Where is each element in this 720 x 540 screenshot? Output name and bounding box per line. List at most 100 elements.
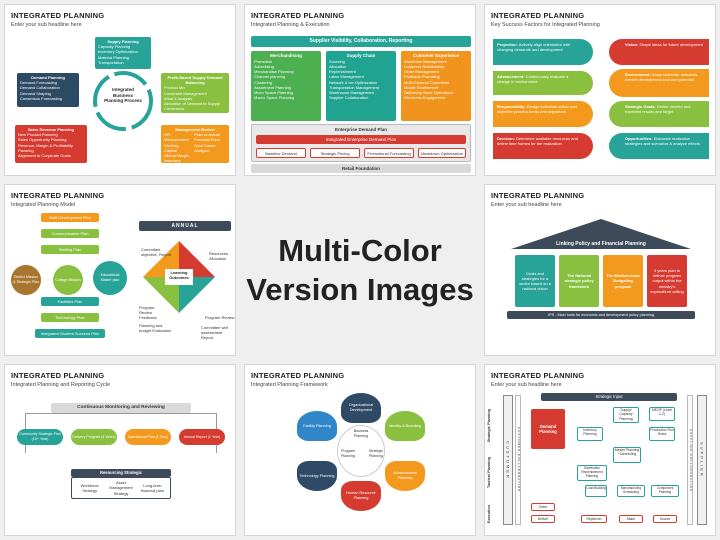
- note-program-review-feedback: Program Review Feedback: [139, 305, 157, 321]
- thumbnail-planning-framework[interactable]: INTEGRATED PLANNING Integrated Planning …: [244, 364, 476, 536]
- btn-promotional-forecasting: Promotional Forecasting: [364, 148, 414, 158]
- exec-replenish: Replenish: [581, 515, 607, 523]
- tile-title: INTEGRATED PLANNING: [251, 11, 345, 20]
- btn-baseline-demand: Baseline Demand: [256, 148, 306, 158]
- tile-title: INTEGRATED PLANNING: [11, 11, 105, 20]
- plan-technology: Technology Plan: [41, 313, 99, 322]
- supplier-collab-column: SUPPLIER COLLABORATION: [687, 395, 693, 525]
- plan-communication: Communication Plan: [41, 229, 99, 238]
- node-master-planning: Master Planning / Scheduling: [613, 447, 641, 463]
- annual-banner: ANNUAL: [139, 221, 231, 231]
- note-resources: Resources Allocation: [209, 251, 229, 262]
- chain-operational-plan: Operational Plan (1 Year): [125, 429, 171, 445]
- center-heading-line1: Multi-Color: [278, 233, 442, 268]
- node-profit-based-balancing: Profit-Based Supply Demand Balancing Pro…: [161, 73, 229, 113]
- exec-make: Make: [619, 515, 643, 523]
- circle-educational-master-plan: Educational Master plan: [93, 261, 127, 295]
- retail-foundation: Retail Foundation: [251, 164, 471, 173]
- supplier-banner: Supplier Visibility, Collaboration, Repo…: [251, 36, 471, 47]
- tile-subtitle: Enter your sub headline here: [491, 202, 562, 208]
- exec-source: Source: [653, 515, 677, 523]
- thumbnail-integrated-business-planning[interactable]: INTEGRATED PLANNING Enter your sub headl…: [4, 4, 236, 176]
- node-sales-revenue-planning: Sales Revenue Planning New Product Plann…: [15, 125, 87, 163]
- exec-order: Order: [531, 503, 555, 511]
- monitoring-banner: Continuous Monitoring and Reviewing: [51, 403, 191, 413]
- note-committee: Committee, objective, Report: [141, 247, 172, 258]
- node-manufacturing-scheduling: Manufacturing Scheduling: [617, 485, 645, 497]
- plan-student-success: Integrated Student Success Plan: [35, 329, 105, 338]
- demand-planning-node: Demand Planning: [531, 409, 565, 449]
- node-management-review: Management Review KPI Measurement Workin…: [161, 125, 229, 168]
- node-production-run-rules: Production Run Rules: [649, 427, 675, 441]
- tile-title: INTEGRATED PLANNING: [11, 191, 105, 200]
- column-supply-chain: Supply Chain Sourcing Allocation Repleni…: [326, 51, 396, 121]
- factor-strategic-goals: Strategic Goals: Define desired and expe…: [609, 101, 709, 127]
- roof-label: Linking Policy and Financial Planning: [556, 241, 646, 247]
- plan-staffing: Staffing Plan: [41, 245, 99, 254]
- tile-title: INTEGRATED PLANNING: [11, 371, 105, 380]
- tile-title: INTEGRATED PLANNING: [491, 371, 585, 380]
- thumbnail-supply-chain-planning[interactable]: INTEGRATED PLANNING Enter your sub headl…: [484, 364, 716, 536]
- center-heading-line2: Version Images: [246, 271, 474, 307]
- pillar-1: Goals and strategies for a sector based …: [515, 255, 555, 307]
- factor-projection: Projection: Actively align orientation w…: [493, 39, 593, 65]
- row-label-tactical: Tactical Planning: [487, 457, 491, 488]
- strategic-input-banner: Strategic Input: [541, 393, 677, 401]
- tile-subtitle: Key Success Factors for Integrated Plann…: [491, 22, 600, 28]
- factor-responsibility: Responsibility: Design individual action…: [493, 101, 593, 127]
- learning-outcomes-label: Learning Outcomes: [169, 270, 189, 280]
- thumbnail-planning-reporting-cycle[interactable]: INTEGRATED PLANNING Integrated Planning …: [4, 364, 236, 536]
- factor-decision: Decision: Determine available resources …: [493, 133, 593, 159]
- customer-collab-column: CUSTOMER COLLABORATION: [515, 395, 521, 525]
- tile-subtitle: Integrated Planning & Execution: [251, 22, 330, 28]
- circle-district-mission: District Mission & Strategic Plan: [11, 265, 41, 295]
- node-supply-capacity: Supply/ Capacity Planning: [613, 407, 639, 423]
- pillar-3: The Medium-term Budgeting program: [603, 255, 643, 307]
- thumbnail-integrated-planning-model[interactable]: INTEGRATED PLANNING Integrated Planning …: [4, 184, 236, 356]
- node-component-planning: Component Planning: [651, 485, 679, 497]
- inner-hub: [337, 425, 385, 477]
- tile-subtitle: Integrated Planning Model: [11, 202, 76, 208]
- tile-title: INTEGRATED PLANNING: [251, 371, 345, 380]
- column-customer-experience: Customer Experience Workforce Management…: [401, 51, 471, 121]
- factor-advancement: Advancement: Continuously evaluate a cha…: [493, 71, 593, 95]
- petal-technology-planning: Technology Planning: [297, 461, 337, 491]
- plan-staff-development: Staff Development Plan: [41, 213, 99, 222]
- tile-subtitle: Enter your sub headline here: [11, 22, 82, 28]
- thumbnail-key-success-factors[interactable]: INTEGRATED PLANNING Key Success Factors …: [484, 4, 716, 176]
- tile-title: INTEGRATED PLANNING: [491, 11, 585, 20]
- factor-opportunities: Opportunities: Elaborate realization str…: [609, 133, 709, 159]
- exec-deliver: Deliver: [531, 515, 555, 523]
- resourcing-strategic-banner: Resourcing Strategic: [71, 469, 171, 477]
- thumbnail-linking-policy[interactable]: INTEGRATED PLANNING Enter your sub headl…: [484, 184, 716, 356]
- note-program-review: Program Review: [205, 315, 235, 320]
- resourcing-items: Workforce Strategy Asset Management Stra…: [71, 477, 171, 499]
- node-inventory-planning: Inventory Planning: [577, 427, 603, 441]
- petal-advancement-planning: Advancement Planning: [385, 461, 425, 491]
- petal-human-resource-planning: Human Resource Planning: [341, 481, 381, 511]
- tile-subtitle: Integrated Planning Framework: [251, 382, 328, 388]
- thumbnail-integrated-planning-execution[interactable]: INTEGRATED PLANNING Integrated Planning …: [244, 4, 476, 176]
- petal-identity-branding: Identity & Branding: [385, 411, 425, 441]
- integrated-enterprise-demand-plan: Integrated Enterprise Demand Plan: [256, 135, 466, 144]
- node-label: Supply Planning: [107, 39, 139, 44]
- tile-subtitle: Integrated Planning and Reporting Cycle: [11, 382, 111, 388]
- house-roof: [511, 219, 691, 249]
- factor-vision: Vision: Shape ideas for future developme…: [609, 39, 709, 65]
- petal-organizational-development: Organizational Development: [341, 393, 381, 423]
- note-self-assessment: Committee self assessment Report: [201, 325, 228, 341]
- btn-strategic-pricing: Strategic Pricing: [310, 148, 360, 158]
- inner-business-planning: Business Planning: [353, 429, 369, 438]
- supplier-column: SUPPLIER: [697, 395, 707, 525]
- chain-delivery-program: Delivery Program (4 Years): [71, 429, 117, 445]
- learning-outcomes-diamond: [143, 241, 215, 313]
- row-label-strategic: Strategic Planning: [487, 409, 491, 443]
- circle-college-mission: College Mission: [53, 265, 83, 295]
- inner-program-planning: Program Planning: [341, 449, 355, 458]
- pillar-4: 3 years plan to deliver program output w…: [647, 255, 687, 307]
- chain-annual-report: Annual Report (1 Year): [179, 429, 225, 445]
- chain-community-strategic-plan: Community Strategic Plan (10+ Year): [17, 429, 63, 445]
- house-base: IPS - Main tools for economic and develo…: [507, 311, 695, 319]
- petal-facility-planning: Facility Planning: [297, 411, 337, 441]
- node-demand-planning: Demand Planning Demand Forecasting Deman…: [17, 73, 79, 107]
